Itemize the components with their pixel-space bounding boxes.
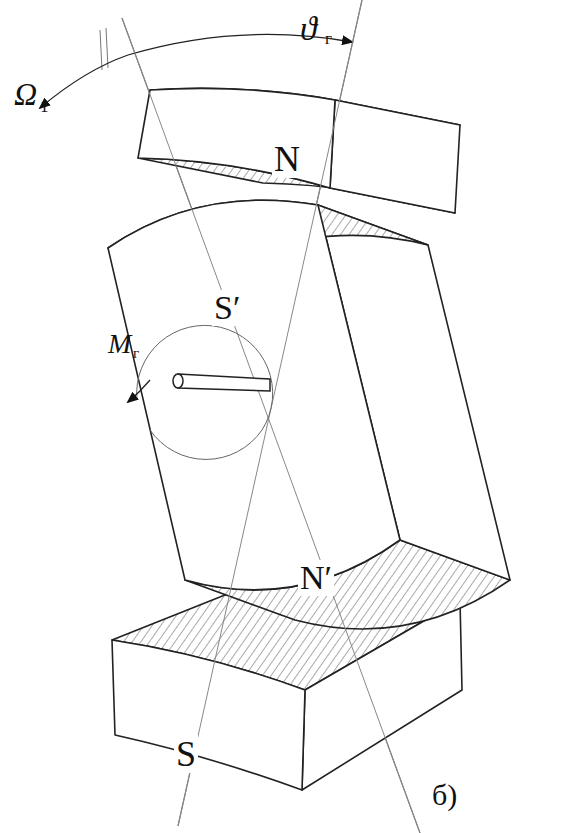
torque-arrow — [128, 380, 150, 402]
speed-arc — [40, 55, 128, 108]
tick — [106, 28, 108, 68]
pole-letter: S′ — [212, 290, 242, 326]
rotor — [108, 200, 510, 629]
speed-symbol: Ω — [14, 78, 37, 110]
pole-letter: N′ — [298, 560, 334, 596]
torque-circle — [137, 325, 273, 430]
figure-label: б) — [432, 780, 457, 810]
subscript: 1 — [40, 98, 49, 115]
pole-letter: S — [174, 735, 198, 773]
shaft — [173, 374, 270, 391]
torque-circle — [150, 430, 262, 459]
torque-symbol: M — [108, 330, 131, 358]
pole-letter: N — [272, 140, 302, 178]
subscript: г — [133, 346, 139, 361]
angle-symbol: ϑ — [300, 12, 317, 46]
angle-arc — [128, 34, 352, 55]
rotor-axis — [122, 18, 420, 833]
subscript: г — [325, 30, 332, 47]
tick — [100, 30, 102, 70]
